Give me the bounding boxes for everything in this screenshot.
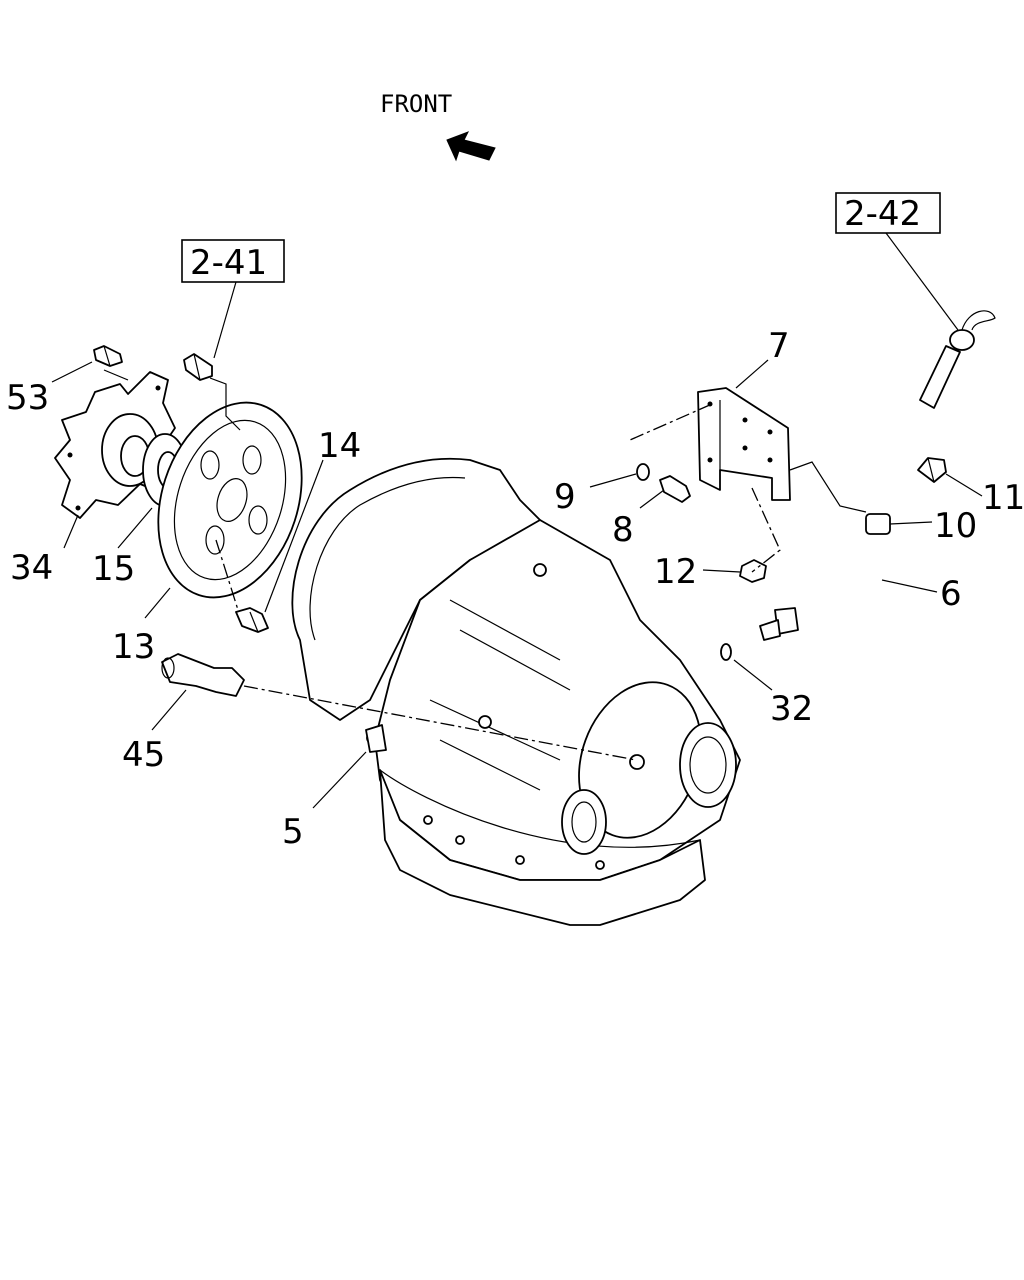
dipstick-tube-part[interactable]: [759, 310, 996, 643]
reference-box-2-41[interactable]: 2-41: [181, 239, 285, 283]
torque-converter-plate-part[interactable]: [134, 384, 325, 616]
breather-fitting-part[interactable]: [161, 653, 245, 697]
bolt-11-part[interactable]: [917, 457, 947, 483]
callout-53[interactable]: 53: [6, 378, 49, 418]
callout-34[interactable]: 34: [10, 548, 53, 588]
reference-box-2-42[interactable]: 2-42: [835, 192, 941, 234]
front-arrow-icon: [446, 131, 496, 162]
callout-9[interactable]: 9: [554, 477, 576, 517]
transmission-case-part[interactable]: [291, 457, 741, 926]
bolt-53-part[interactable]: [93, 345, 123, 367]
callout-8[interactable]: 8: [612, 510, 634, 550]
reference-label-2-41: 2-41: [190, 243, 267, 283]
callout-12[interactable]: 12: [654, 552, 697, 592]
callout-15[interactable]: 15: [92, 549, 135, 589]
callout-6[interactable]: 6: [940, 574, 962, 614]
callout-5[interactable]: 5: [282, 812, 304, 852]
washer-9-part[interactable]: [636, 463, 650, 481]
reference-label-2-42: 2-42: [844, 194, 921, 234]
front-label: FRONT: [380, 90, 452, 118]
bolt-torque-plate-part[interactable]: [183, 353, 213, 381]
callout-14[interactable]: 14: [318, 426, 361, 466]
callout-11[interactable]: 11: [982, 478, 1024, 518]
callout-7[interactable]: 7: [768, 326, 790, 366]
callout-10[interactable]: 10: [934, 506, 977, 546]
bolt-8-part[interactable]: [659, 475, 691, 503]
gasket-32-part[interactable]: [720, 643, 732, 661]
bolt-14-part[interactable]: [235, 607, 269, 633]
bracket-part[interactable]: [697, 387, 791, 501]
callout-32[interactable]: 32: [770, 689, 813, 729]
callout-13[interactable]: 13: [112, 627, 155, 667]
callout-45[interactable]: 45: [122, 735, 165, 775]
